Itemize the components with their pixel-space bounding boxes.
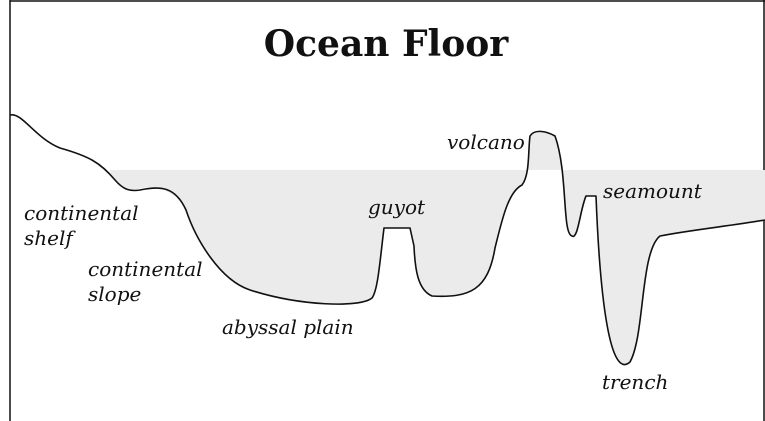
label-guyot: guyot <box>368 195 426 219</box>
label-continental-slope-line1: continental <box>88 257 203 281</box>
label-volcano: volcano <box>447 130 525 154</box>
diagram-title: Ocean Floor <box>264 23 509 65</box>
label-continental-slope-line2: slope <box>88 282 141 306</box>
label-continental-shelf-line1: continental <box>24 201 139 225</box>
seafloor-profile <box>9 114 765 366</box>
label-seamount: seamount <box>603 179 703 203</box>
label-trench: trench <box>602 370 668 394</box>
label-abyssal-plain: abyssal plain <box>222 315 354 339</box>
label-continental-shelf-line2: shelf <box>24 226 76 250</box>
water-region <box>110 131 765 365</box>
